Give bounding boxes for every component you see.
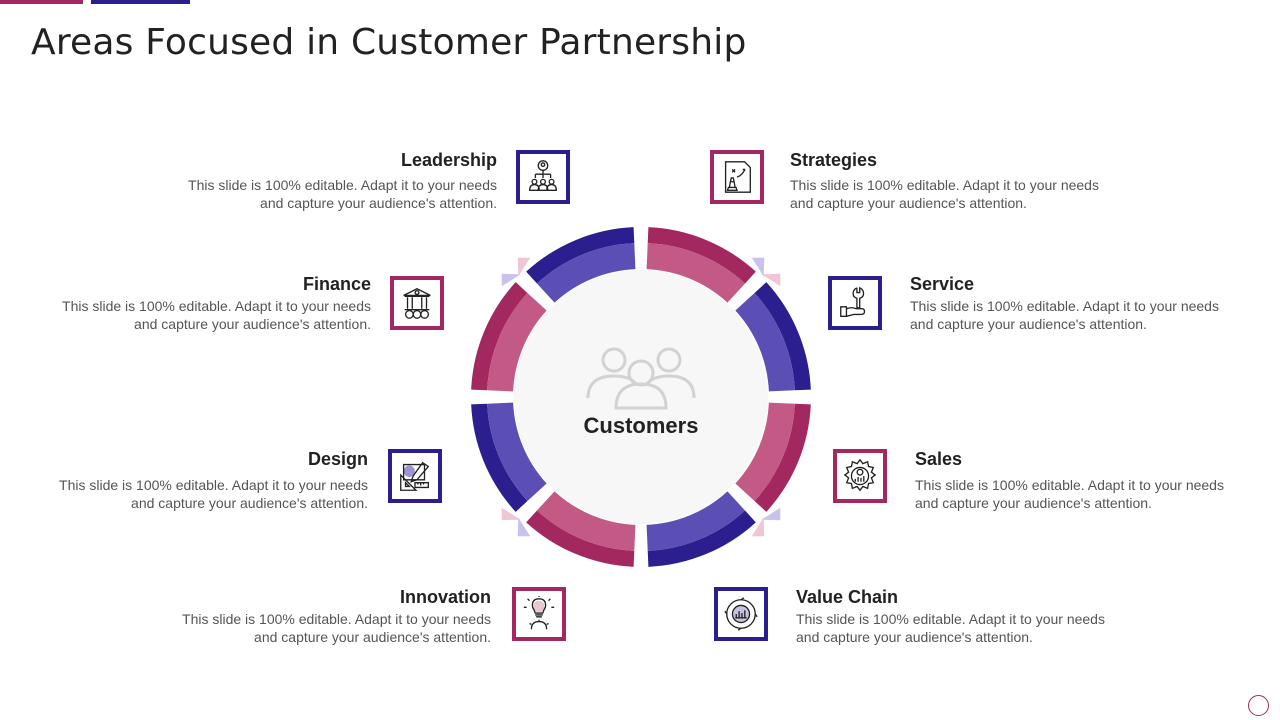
- ring-segment-outer-value-chain: [647, 510, 756, 567]
- leadership-icon-box: [516, 150, 570, 204]
- ring-pointer-service: [751, 257, 765, 277]
- ring-segment-outer-innovation: [526, 510, 635, 567]
- strategies-icon-box: [710, 150, 764, 204]
- ring-segment-inner-value-chain: [646, 491, 746, 551]
- ring-segment-outer-strategies: [647, 227, 756, 284]
- item-desc-service: This slide is 100% editable. Adapt it to…: [910, 298, 1219, 332]
- item-desc-design: This slide is 100% editable. Adapt it to…: [59, 477, 368, 511]
- ring-segment-inner-leadership: [536, 243, 636, 303]
- center-disc: [514, 270, 768, 524]
- item-desc-strategies: This slide is 100% editable. Adapt it to…: [790, 177, 1099, 211]
- item-desc-leadership: This slide is 100% editable. Adapt it to…: [188, 177, 497, 211]
- item-desc-sales: This slide is 100% editable. Adapt it to…: [915, 477, 1224, 511]
- ring-segment-inner-innovation: [536, 491, 636, 551]
- item-title-leadership: Leadership: [400, 150, 497, 170]
- ring-segment-inner-sales: [735, 402, 795, 502]
- item-title-design: Design: [307, 449, 368, 469]
- ring-pointer-value-chain: [761, 507, 781, 521]
- sales-icon-box: [833, 449, 887, 503]
- people-group-icon: [586, 347, 696, 410]
- slide-title: Areas Focused in Customer Partnership: [31, 22, 747, 63]
- item-title-strategies: Strategies: [790, 150, 878, 170]
- ring-segment-outer-leadership: [526, 227, 635, 284]
- item-title-finance: Finance: [302, 274, 371, 294]
- item-title-innovation: Innovation: [400, 587, 491, 607]
- ring-pointer-leadership: [501, 273, 521, 287]
- item-desc-value-chain: This slide is 100% editable. Adapt it to…: [796, 611, 1105, 645]
- finance-icon-box: [390, 276, 444, 330]
- value-chain-cycle-icon: [724, 597, 758, 631]
- top-accent-bar-magenta: [0, 0, 83, 4]
- strategy-chess-icon: [724, 161, 751, 193]
- ring-segment-inner-strategies: [646, 243, 746, 303]
- ring-segment-outer-finance: [471, 282, 528, 391]
- ring-segment-outer-service: [754, 282, 811, 391]
- innovation-icon-box: [512, 587, 566, 641]
- ring-pointer-finance: [517, 257, 531, 277]
- design-icon-box: [388, 449, 442, 503]
- item-title-service: Service: [910, 274, 975, 294]
- service-icon-box: [828, 276, 882, 330]
- item-desc-finance: This slide is 100% editable. Adapt it to…: [62, 298, 371, 332]
- ring-pointer-sales: [751, 517, 765, 537]
- dollar-gear-icon: [843, 458, 877, 492]
- ring-segment-inner-service: [735, 292, 795, 392]
- ring-pointer-design: [517, 517, 531, 537]
- wrench-hand-icon: [840, 286, 866, 317]
- center-label: Customers: [583, 413, 699, 438]
- ring-pointers: [501, 257, 781, 537]
- ring-segment-inner-finance: [487, 292, 547, 392]
- ring-segments: [471, 227, 811, 567]
- item-title-value-chain: Value Chain: [796, 587, 899, 607]
- ring-pointer-innovation: [501, 507, 521, 521]
- ring-segment-inner-design: [487, 402, 547, 502]
- design-tools-icon: [400, 461, 430, 491]
- ring-segment-outer-sales: [754, 403, 811, 512]
- ring-segment-outer-design: [471, 403, 528, 512]
- item-desc-innovation: This slide is 100% editable. Adapt it to…: [182, 611, 491, 645]
- item-title-sales: Sales: [915, 449, 963, 469]
- bank-currency-icon: [403, 288, 431, 319]
- top-accent-bar-navy: [91, 0, 190, 4]
- value-chain-icon-box: [714, 587, 768, 641]
- corner-circle-decoration: [1248, 695, 1269, 716]
- ring-pointer-strategies: [761, 273, 781, 287]
- leadership-icon: [529, 160, 557, 191]
- lightbulb-gear-icon: [523, 595, 555, 630]
